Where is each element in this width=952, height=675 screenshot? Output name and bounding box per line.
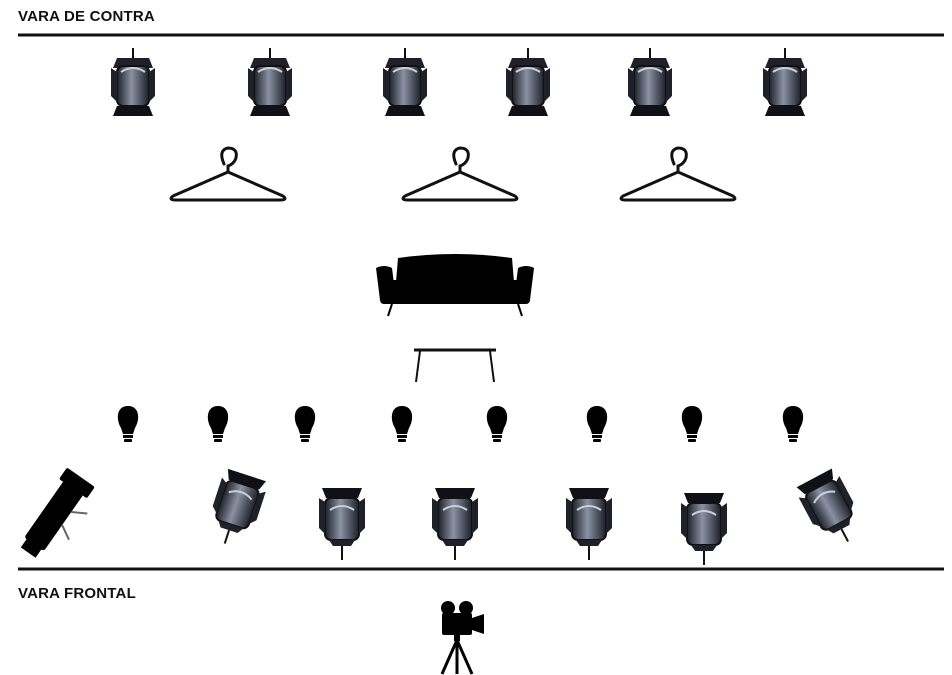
clothes-hanger-icon xyxy=(619,146,737,202)
back-spotlight-icon xyxy=(627,47,673,117)
light-bulb-icon xyxy=(486,406,508,442)
front-spotlight-icon xyxy=(431,487,479,561)
front-spotlight-icon xyxy=(565,487,613,561)
back-spotlight-icon xyxy=(762,47,808,117)
back-spotlight-icon xyxy=(505,47,551,117)
sofa-icon xyxy=(376,254,534,317)
top-bar-label: VARA DE CONTRA xyxy=(18,8,155,25)
back-spotlight-icon xyxy=(247,47,293,117)
light-bulb-icon xyxy=(681,406,703,442)
bottom-bar-label: VARA FRONTAL xyxy=(18,585,136,602)
light-bulb-icon xyxy=(117,406,139,442)
front-spotlight-icon xyxy=(201,466,270,552)
light-bulb-icon xyxy=(586,406,608,442)
light-bulb-icon xyxy=(391,406,413,442)
coffee-table-icon xyxy=(414,348,496,383)
back-spotlight-icon xyxy=(382,47,428,117)
light-bulb-icon xyxy=(207,406,229,442)
clothes-hanger-icon xyxy=(169,146,287,202)
front-spotlight-icon xyxy=(318,487,366,561)
light-bulb-icon xyxy=(782,406,804,442)
front-spotlight-icon xyxy=(680,492,728,566)
profile-spotlight-icon xyxy=(20,468,95,558)
back-spotlight-icon xyxy=(110,47,156,117)
film-camera-icon xyxy=(440,601,484,675)
front-spotlight-icon xyxy=(792,466,870,554)
clothes-hanger-icon xyxy=(401,146,519,202)
light-bulb-icon xyxy=(294,406,316,442)
